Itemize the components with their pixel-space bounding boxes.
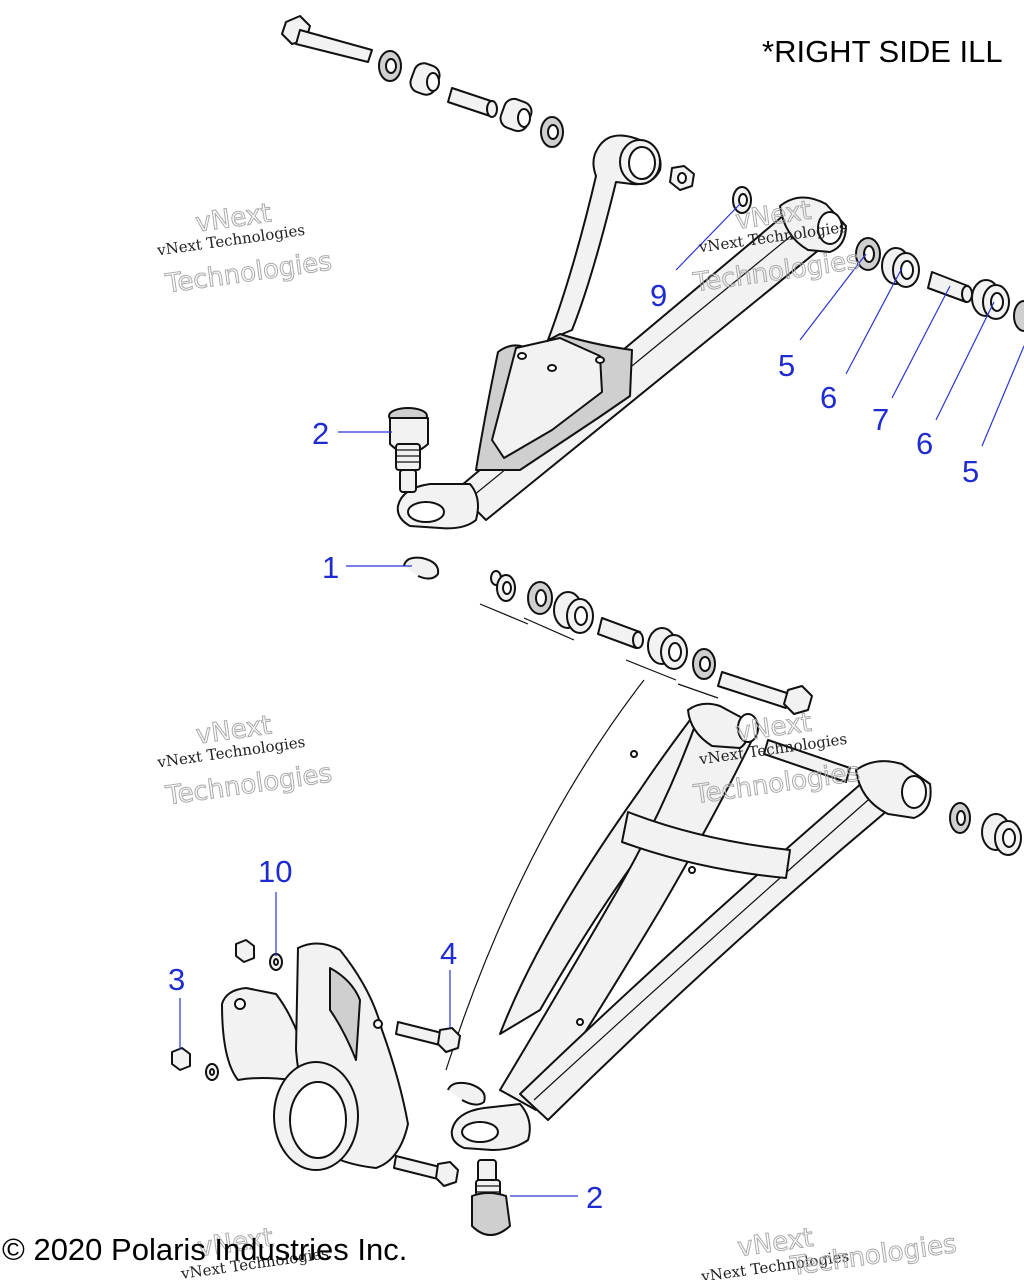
watermark-6: vNext vNext Technologies Technologies [699,1222,959,1280]
svg-text:Technologies: Technologies [788,1229,959,1280]
callout-6-left: 6 [820,380,837,415]
copyright-text: © 2020 Polaris Industries Inc. [2,1232,407,1267]
callout-7: 7 [872,402,889,437]
callouts: 2 1 9 5 6 7 6 5 10 3 4 2 [168,203,1024,1215]
callout-10: 10 [258,854,292,889]
upper-bushing-a [409,62,441,96]
diagram-title: *RIGHT SIDE ILL [762,34,1003,69]
bushing-6-left [881,247,920,288]
knuckle-bolts [393,1021,461,1187]
lower-front-hardware [763,739,1022,856]
steering-knuckle [221,942,409,1171]
upper-a-arm [396,134,847,530]
construction-line [445,679,645,1071]
upper-bushing-b [499,97,533,133]
callout-2-lower: 2 [586,1180,603,1215]
upper-front-hardware [732,186,1024,332]
watermark-1: vNext vNext Technologies Technologies [155,198,334,300]
knuckle-nuts-washers [171,939,283,1081]
washer-5-right [1013,300,1024,332]
circlip-1 [403,556,440,580]
lower-ball-joint [471,1159,511,1236]
callout-1: 1 [322,550,339,585]
callout-6-right: 6 [916,426,933,461]
sleeve-7 [927,271,973,303]
upper-ball-joint [388,407,429,493]
callout-5-right: 5 [962,454,979,489]
bushing-6-right [971,279,1010,320]
callout-3: 3 [168,962,185,997]
callout-5-left: 5 [778,348,795,383]
callout-4: 4 [440,936,457,971]
watermark-3: vNext vNext Technologies Technologies [155,710,334,812]
lower-circlip [447,1081,486,1106]
upper-bolt [281,15,373,63]
lower-hardware-stack [479,570,813,715]
lower-a-arm [450,702,932,1151]
callout-2-upper: 2 [312,416,329,451]
upper-sleeve [447,87,498,118]
upper-hardware-stack [281,15,695,191]
callout-9: 9 [650,278,667,313]
